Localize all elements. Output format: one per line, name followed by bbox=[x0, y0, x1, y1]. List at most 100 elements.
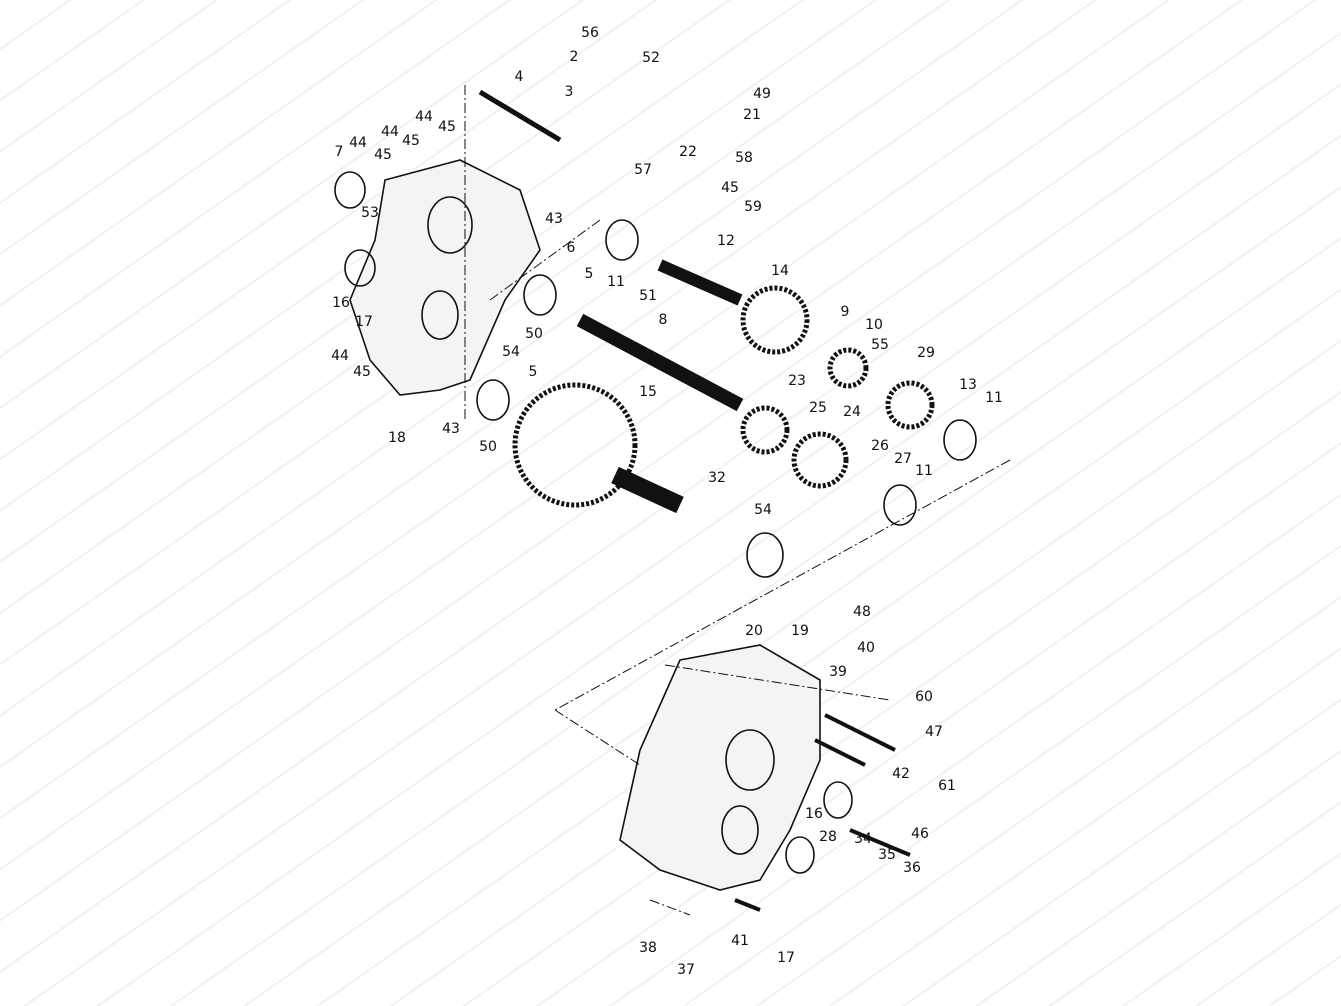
part-number-label: 22 bbox=[679, 144, 697, 160]
seal bbox=[785, 836, 815, 874]
bearing bbox=[746, 532, 784, 578]
part-number-label: 24 bbox=[843, 404, 861, 420]
part-number-label: 34 bbox=[854, 831, 872, 847]
part-number-label: 38 bbox=[639, 940, 657, 956]
part-number-label: 41 bbox=[731, 933, 749, 949]
bearing bbox=[476, 379, 510, 421]
part-number-label: 43 bbox=[442, 421, 460, 437]
part-number-label: 44 bbox=[415, 109, 433, 125]
part-number-label: 7 bbox=[334, 144, 344, 160]
part-number-label: 46 bbox=[911, 826, 929, 842]
bolt bbox=[814, 738, 866, 767]
part-number-label: 8 bbox=[658, 312, 668, 328]
gear-24 bbox=[791, 431, 849, 489]
bearing bbox=[943, 419, 977, 461]
case-bore bbox=[427, 196, 473, 254]
part-number-label: 56 bbox=[581, 25, 599, 41]
part-number-label: 53 bbox=[361, 205, 379, 221]
gear-14 bbox=[740, 285, 810, 355]
part-number-label: 45 bbox=[353, 364, 371, 380]
part-number-label: 4 bbox=[514, 69, 524, 85]
part-number-label: 27 bbox=[894, 451, 912, 467]
part-number-label: 39 bbox=[829, 664, 847, 680]
bolt bbox=[849, 828, 911, 857]
gear-29 bbox=[885, 380, 935, 430]
part-number-label: 18 bbox=[388, 430, 406, 446]
part-number-label: 48 bbox=[853, 604, 871, 620]
part-number-label: 40 bbox=[857, 640, 875, 656]
seal bbox=[344, 249, 376, 287]
part-number-label: 45 bbox=[438, 119, 456, 135]
shaft-8 bbox=[576, 313, 744, 412]
part-number-label: 54 bbox=[754, 502, 772, 518]
part-number-label: 54 bbox=[502, 344, 520, 360]
part-number-label: 45 bbox=[374, 147, 392, 163]
part-number-label: 14 bbox=[771, 263, 789, 279]
seal bbox=[334, 171, 366, 209]
part-number-label: 50 bbox=[479, 439, 497, 455]
part-number-label: 44 bbox=[381, 124, 399, 140]
part-number-label: 45 bbox=[721, 180, 739, 196]
seal bbox=[823, 781, 853, 819]
bearing bbox=[523, 274, 557, 316]
part-number-label: 3 bbox=[564, 84, 574, 100]
part-number-label: 11 bbox=[985, 390, 1003, 406]
gear-10 bbox=[827, 347, 869, 389]
part-number-label: 55 bbox=[871, 337, 889, 353]
part-number-label: 23 bbox=[788, 373, 806, 389]
part-number-label: 58 bbox=[735, 150, 753, 166]
part-number-label: 51 bbox=[639, 288, 657, 304]
part-number-label: 11 bbox=[607, 274, 625, 290]
part-number-label: 44 bbox=[331, 348, 349, 364]
part-number-label: 5 bbox=[584, 266, 594, 282]
gear-23 bbox=[740, 405, 790, 455]
part-number-label: 52 bbox=[642, 50, 660, 66]
part-number-label: 12 bbox=[717, 233, 735, 249]
part-number-label: 57 bbox=[634, 162, 652, 178]
part-number-label: 16 bbox=[805, 806, 823, 822]
part-number-label: 25 bbox=[809, 400, 827, 416]
part-number-label: 6 bbox=[566, 240, 576, 256]
part-number-label: 5 bbox=[528, 364, 538, 380]
part-number-label: 47 bbox=[925, 724, 943, 740]
bolt bbox=[734, 898, 761, 912]
part-number-label: 59 bbox=[744, 199, 762, 215]
part-number-label: 43 bbox=[545, 211, 563, 227]
part-number-label: 49 bbox=[753, 86, 771, 102]
case-bore bbox=[421, 290, 459, 340]
part-number-label: 44 bbox=[349, 135, 367, 151]
part-number-label: 17 bbox=[355, 314, 373, 330]
bearing bbox=[605, 219, 639, 261]
right-crankcase bbox=[619, 644, 821, 891]
part-number-label: 10 bbox=[865, 317, 883, 333]
part-number-label: 61 bbox=[938, 778, 956, 794]
case-bore bbox=[725, 729, 775, 791]
shift-shaft bbox=[478, 89, 562, 143]
part-number-label: 26 bbox=[871, 438, 889, 454]
part-number-label: 32 bbox=[708, 470, 726, 486]
part-number-label: 28 bbox=[819, 829, 837, 845]
shaft-12 bbox=[657, 259, 743, 306]
part-number-label: 42 bbox=[892, 766, 910, 782]
part-number-label: 29 bbox=[917, 345, 935, 361]
part-number-label: 9 bbox=[840, 304, 850, 320]
part-number-label: 50 bbox=[525, 326, 543, 342]
left-crankcase bbox=[349, 159, 541, 396]
part-number-label: 19 bbox=[791, 623, 809, 639]
part-number-label: 60 bbox=[915, 689, 933, 705]
part-number-label: 17 bbox=[777, 950, 795, 966]
part-number-label: 21 bbox=[743, 107, 761, 123]
part-number-label: 15 bbox=[639, 384, 657, 400]
case-bore bbox=[721, 805, 759, 855]
part-number-label: 2 bbox=[569, 49, 579, 65]
bolt bbox=[824, 713, 896, 752]
part-number-label: 20 bbox=[745, 623, 763, 639]
part-number-label: 13 bbox=[959, 377, 977, 393]
part-number-label: 36 bbox=[903, 860, 921, 876]
part-number-label: 45 bbox=[402, 133, 420, 149]
part-number-label: 35 bbox=[878, 847, 896, 863]
part-number-label: 16 bbox=[332, 295, 350, 311]
part-number-label: 37 bbox=[677, 962, 695, 978]
